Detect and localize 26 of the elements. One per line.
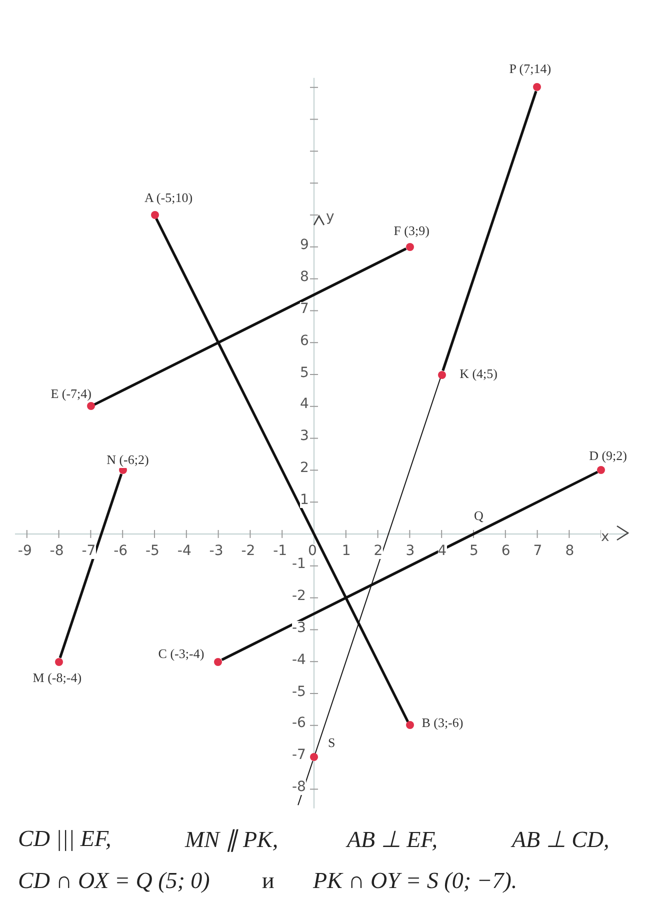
tick-label: -7 [82, 544, 96, 559]
math-statement: PK ∩ OY = S (0; −7). [313, 868, 518, 894]
point-label: N (-6;2) [106, 452, 149, 468]
point-label: A (-5;10) [144, 190, 193, 206]
tick-label: 2 [374, 544, 383, 559]
point-label: Q [474, 508, 484, 524]
tick-label: 5 [300, 366, 309, 380]
point-label: E (-7;4) [50, 386, 92, 402]
math-statement: MN ∥ PK, [185, 826, 278, 853]
axis-label: y [326, 210, 334, 225]
math-statement: CD ||| EF, [18, 826, 112, 852]
point-label: P (7;14) [509, 61, 552, 78]
line-segment [314, 378, 441, 754]
tick-label: -5 [292, 684, 306, 700]
math-statement: AB ⊥ EF, [347, 826, 438, 853]
math-statement: CD ∩ OX = Q (5; 0) [18, 868, 210, 894]
point-label: D (9;2) [589, 448, 628, 464]
line-segment [155, 218, 410, 722]
line-segment [221, 470, 598, 661]
tick-label: -8 [292, 780, 306, 796]
line-segment [94, 248, 407, 406]
tick-label: 1 [300, 493, 309, 508]
point-label: B (3;-6) [422, 715, 464, 732]
math-statement: AB ⊥ CD, [512, 826, 610, 853]
tick-label: 0 [308, 544, 317, 559]
math-statement: и [262, 868, 274, 894]
